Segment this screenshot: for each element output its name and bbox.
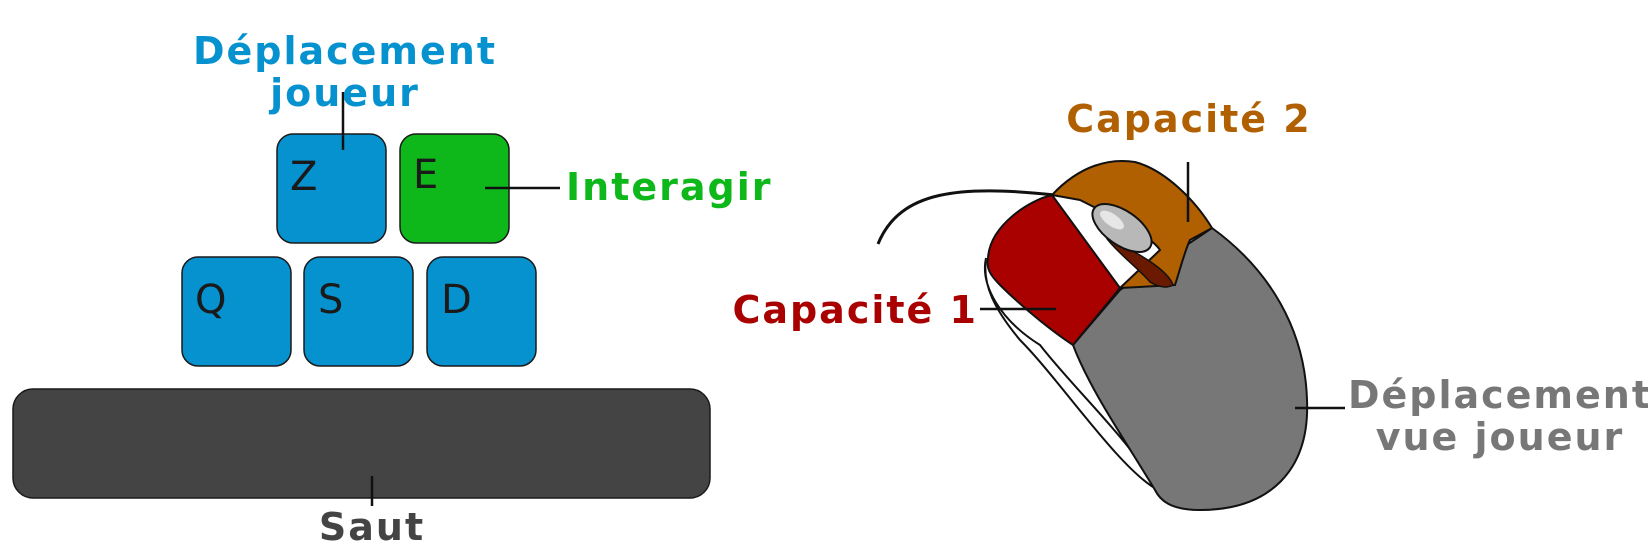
key-s-cap xyxy=(303,256,414,367)
mouse-cable-icon xyxy=(876,189,1056,245)
key-q: Q xyxy=(181,256,292,367)
key-e: E xyxy=(399,133,510,244)
movement-label-line1: Déplacement xyxy=(193,29,497,73)
key-z: Z xyxy=(276,133,387,244)
key-d: D xyxy=(426,256,537,367)
keyboard: Z E Q S D xyxy=(12,133,711,499)
key-q-letter: Q xyxy=(195,277,226,323)
key-e-letter: E xyxy=(413,152,438,198)
key-s-letter: S xyxy=(318,277,343,323)
movement-label-line2: joueur xyxy=(268,71,420,115)
mouse xyxy=(876,160,1309,512)
view-label-line2: vue joueur xyxy=(1376,415,1625,459)
spacebar xyxy=(12,388,711,499)
interact-label: Interagir xyxy=(566,165,772,209)
key-s: S xyxy=(303,256,414,367)
scroll-wheel-highlight xyxy=(1100,210,1124,230)
mouse-wheel-notch xyxy=(1105,238,1174,288)
mouse-body xyxy=(1071,226,1309,512)
jump-label: Saut xyxy=(319,505,425,549)
ability2-label: Capacité 2 xyxy=(1066,97,1312,141)
view-label-line1: Déplacement xyxy=(1348,373,1648,417)
key-d-cap xyxy=(426,256,537,367)
mouse-left-button xyxy=(986,193,1122,347)
key-z-cap xyxy=(276,133,387,244)
key-d-letter: D xyxy=(441,277,472,323)
key-q-cap xyxy=(181,256,292,367)
key-z-letter: Z xyxy=(290,154,317,200)
ability1-label: Capacité 1 xyxy=(732,288,978,332)
